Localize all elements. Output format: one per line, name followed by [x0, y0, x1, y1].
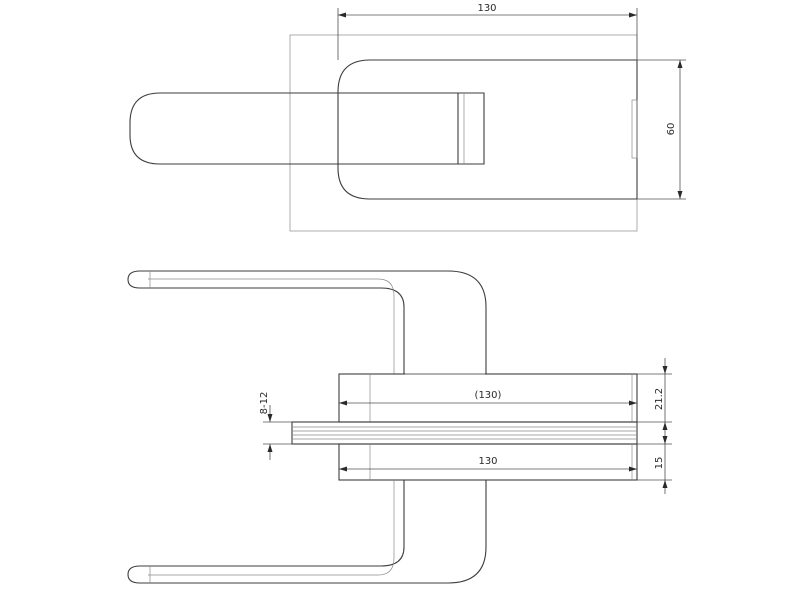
- top-view-height-dimension: 60: [637, 59, 686, 200]
- top-view: 130 60: [129, 3, 686, 232]
- top-view-width-label: 130: [477, 3, 496, 14]
- front-view-lower-lever-inner: [148, 480, 395, 576]
- front-view-height-dimensions: 21.2 15: [637, 358, 672, 494]
- top-view-mounting-plate: [289, 34, 638, 232]
- top-view-body-outline: [337, 59, 637, 200]
- front-view: (130) 130 8-12: [127, 270, 672, 584]
- front-view-glass-label: 8-12: [259, 392, 270, 415]
- front-view-lower-length-label: 130: [478, 456, 497, 467]
- front-view-upper-height-label: 21.2: [654, 388, 665, 410]
- front-view-upper-lever: [127, 270, 487, 374]
- top-view-height-label: 60: [666, 123, 677, 136]
- front-view-lower-lever: [127, 480, 487, 584]
- top-view-width-dimension: 130: [337, 3, 638, 60]
- top-view-lever-handle: [129, 92, 485, 165]
- front-view-upper-length-label: (130): [475, 390, 502, 401]
- front-view-lower-body: [338, 443, 638, 481]
- top-view-end-cap: [631, 99, 638, 159]
- front-view-upper-lever-inner: [148, 278, 395, 374]
- front-view-lower-height-label: 15: [654, 457, 665, 470]
- front-view-glass-panel: [291, 421, 638, 445]
- front-view-glass-dimension: 8-12: [259, 392, 292, 460]
- front-view-upper-length-dimension: (130): [339, 390, 637, 406]
- front-view-lower-length-dimension: 130: [339, 456, 637, 472]
